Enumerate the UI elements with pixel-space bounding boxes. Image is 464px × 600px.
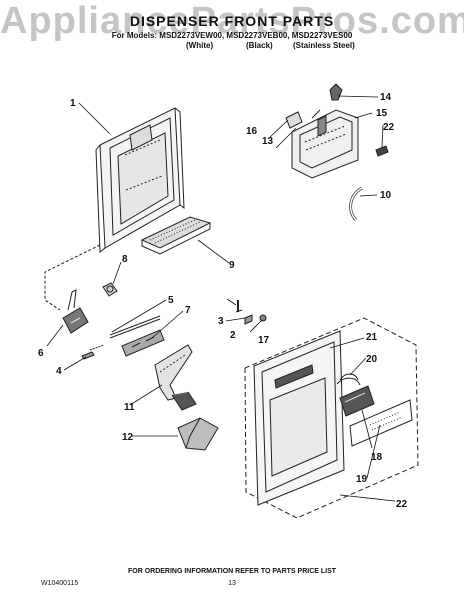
callout-11: 11 (124, 402, 135, 413)
callout-16: 16 (246, 126, 258, 137)
callout-1: 1 (70, 98, 76, 109)
part-12-ice-chute (177, 417, 219, 451)
callout-2: 2 (230, 330, 236, 341)
callout-8: 8 (122, 254, 128, 265)
callout-6: 6 (38, 348, 44, 359)
callout-22-lower: 22 (396, 499, 408, 510)
variant-stainless: (Stainless Steel) (293, 41, 355, 50)
part-5-rod (109, 315, 161, 339)
callout-20: 20 (366, 354, 378, 365)
ordering-note: FOR ORDERING INFORMATION REFER TO PARTS … (127, 568, 337, 575)
part-8-plug (102, 282, 118, 297)
model-list: For Models: MSD2273VEW00, MSD2273VEB00, … (111, 31, 353, 40)
part-17-screw (259, 314, 267, 322)
callout-19: 19 (356, 474, 368, 485)
callout-leader-lines (46, 95, 396, 502)
callout-4: 4 (56, 366, 62, 377)
callout-15: 15 (376, 108, 388, 119)
document-number: W10400115 (41, 580, 79, 587)
callout-13: 13 (262, 136, 274, 147)
part-22-screw-upper (375, 145, 389, 157)
page-number: 13 (228, 580, 236, 587)
part-11-actuator-arm (154, 344, 197, 411)
part-18-control-board (339, 385, 375, 417)
variant-white: (White) (186, 41, 214, 50)
part-3-clip (235, 300, 243, 313)
callout-labels: 1 2 3 4 5 6 7 8 9 10 11 12 13 14 15 16 1… (38, 92, 408, 510)
part-7-bracket (121, 329, 165, 357)
part-10-tube (349, 186, 363, 222)
callout-3: 3 (218, 316, 224, 327)
variant-black: (Black) (246, 41, 273, 50)
callout-12: 12 (122, 432, 134, 443)
callout-10: 10 (380, 190, 392, 201)
part-15-switch-housing (285, 83, 359, 179)
part-1-dispenser-housing (44, 107, 185, 311)
part-21-front-trim (253, 330, 345, 506)
callout-21: 21 (366, 332, 378, 343)
callout-9: 9 (229, 260, 235, 271)
part-9-drip-tray (140, 216, 212, 255)
callout-14: 14 (380, 92, 392, 103)
part-22-front-panel-outline (244, 317, 419, 519)
part-20-wire-harness (336, 373, 361, 386)
part-2-spring (244, 314, 253, 325)
part-6-switch (62, 289, 89, 334)
part-19-overlay (349, 399, 413, 447)
callout-7: 7 (185, 305, 191, 316)
page-title: DISPENSER FRONT PARTS (129, 13, 335, 29)
callout-17: 17 (258, 335, 270, 346)
part-4-screws (81, 344, 105, 360)
callout-22-upper: 22 (383, 122, 395, 133)
callout-5: 5 (168, 295, 174, 306)
callout-18: 18 (371, 452, 383, 463)
